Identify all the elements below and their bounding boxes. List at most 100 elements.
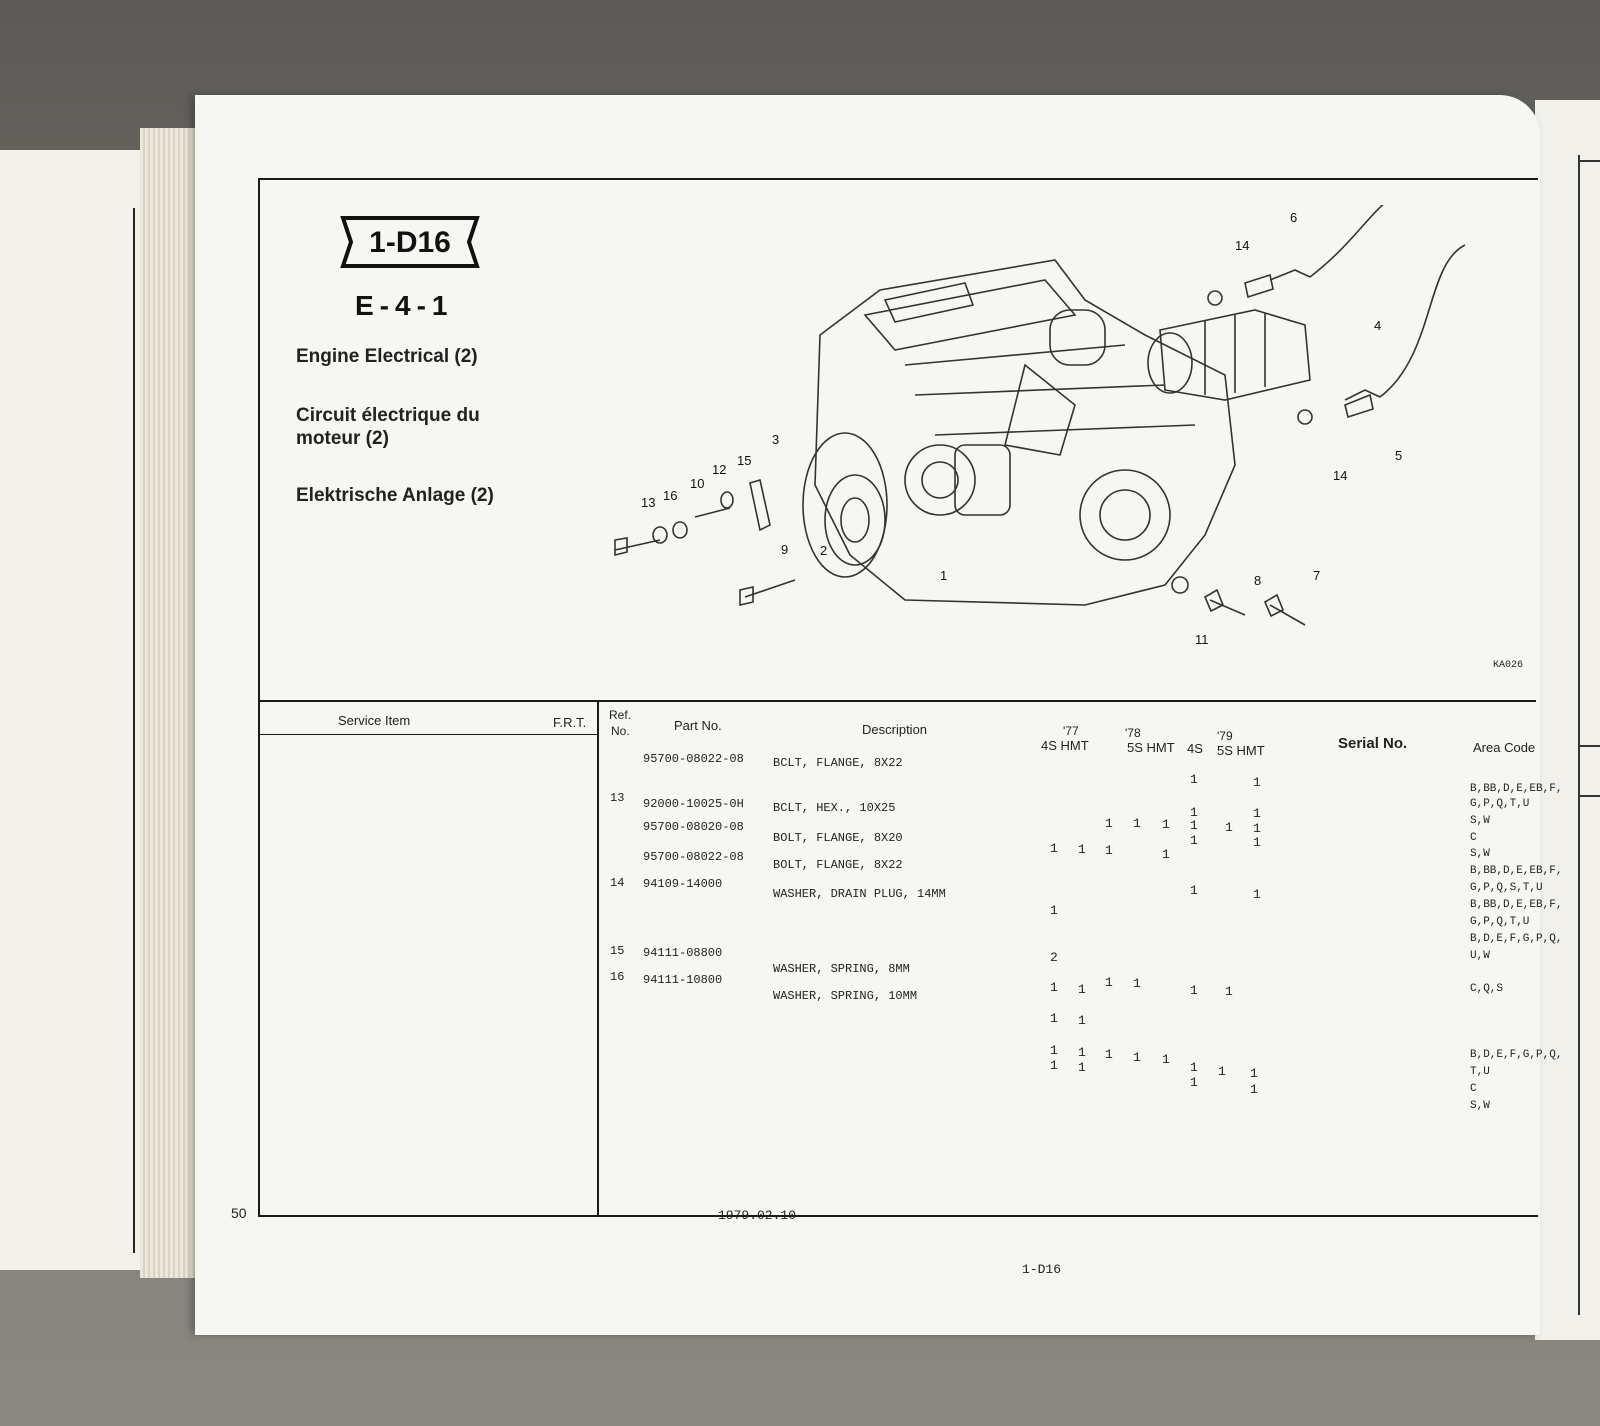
callout-6: 6 bbox=[1290, 210, 1298, 225]
engine-exploded-diagram bbox=[614, 205, 1466, 626]
qty-mark: 1 bbox=[1250, 1066, 1258, 1081]
qty-mark: 1 bbox=[1218, 1064, 1226, 1079]
qty-mark: 1 bbox=[1253, 806, 1261, 821]
callout-14b: 14 bbox=[1333, 468, 1348, 483]
qty-mark: 1 bbox=[1133, 976, 1141, 991]
qty-mark: 1 bbox=[1050, 841, 1058, 856]
row-part-no: 95700-08022-08 bbox=[643, 850, 744, 864]
header-ref-no: No. bbox=[611, 724, 630, 738]
catalog-page bbox=[195, 95, 1540, 1335]
qty-two: 2 bbox=[1050, 950, 1058, 965]
header-serial-no: Serial No. bbox=[1338, 735, 1408, 752]
qty-mark: 1 bbox=[1190, 805, 1198, 820]
callout-15: 15 bbox=[737, 453, 752, 468]
qty-mark: 1 bbox=[1190, 883, 1198, 898]
qty-mark: 1 bbox=[1253, 775, 1261, 790]
title-french-line1: Circuit électrique du bbox=[296, 405, 480, 426]
callout-5: 5 bbox=[1395, 448, 1403, 463]
area-code: T,U bbox=[1470, 1066, 1490, 1078]
qty-mark: 1 bbox=[1190, 1075, 1198, 1090]
row-ref: 16 bbox=[610, 970, 625, 984]
callout-13: 13 bbox=[641, 495, 656, 510]
qty-mark: 1 bbox=[1050, 1058, 1058, 1073]
row-part-no: 94111-10800 bbox=[643, 973, 723, 987]
area-code: B,BB,D,E,EB,F, bbox=[1470, 865, 1563, 877]
area-code: C,Q,S bbox=[1470, 983, 1504, 995]
header-frt: F.R.T. bbox=[553, 715, 587, 730]
qty-mark: 1 bbox=[1190, 772, 1198, 787]
qty-mark: 1 bbox=[1050, 1011, 1058, 1026]
service-column-divider bbox=[597, 700, 599, 1215]
qty-mark: 1 bbox=[1105, 816, 1113, 831]
qty-mark: 1 bbox=[1050, 980, 1058, 995]
row-ref: 15 bbox=[610, 944, 625, 958]
qty-mark: 1 bbox=[1190, 983, 1198, 998]
area-code: B,BB,D,E,EB,F, bbox=[1470, 783, 1563, 795]
figure-code: KA026 bbox=[1493, 660, 1524, 671]
qty-mark: 1 bbox=[1133, 1050, 1141, 1065]
callout-9: 9 bbox=[781, 542, 789, 557]
area-code: G,P,Q,S,T,U bbox=[1470, 882, 1543, 894]
qty-mark: 1 bbox=[1105, 843, 1113, 858]
row-description: BOLT, FLANGE, 8X20 bbox=[773, 831, 903, 845]
row-part-no: 92000-10025-0H bbox=[643, 797, 744, 811]
row-part-no: 95700-08020-08 bbox=[643, 820, 744, 834]
row-ref: 13 bbox=[610, 791, 625, 805]
qty-mark: 1 bbox=[1162, 1052, 1170, 1067]
header-79: '79 bbox=[1217, 729, 1233, 743]
service-header-rule bbox=[258, 734, 598, 735]
qty-mark: 1 bbox=[1253, 821, 1261, 836]
row-part-no: 94111-08800 bbox=[643, 946, 723, 960]
header-78-5s-hmt: 5S HMT bbox=[1127, 740, 1175, 755]
header-area-code: Area Code bbox=[1473, 740, 1536, 755]
title-french-line2: moteur (2) bbox=[296, 428, 389, 449]
header-part-no: Part No. bbox=[674, 718, 722, 733]
section-badge-label: 1-D16 bbox=[369, 226, 451, 259]
area-code: G,P,Q,T,U bbox=[1470, 916, 1530, 928]
area-code: B,D,E,F,G,P,Q, bbox=[1470, 1049, 1563, 1061]
qty-mark: 1 bbox=[1133, 816, 1141, 831]
footer-section-code: 1-D16 bbox=[1022, 1262, 1062, 1277]
callout-14a: 14 bbox=[1235, 238, 1250, 253]
header-description: Description bbox=[862, 722, 928, 737]
header-ref: Ref. bbox=[609, 708, 632, 722]
qty-mark: 1 bbox=[1078, 842, 1086, 857]
qty-mark: 1 bbox=[1190, 1060, 1198, 1075]
header-77: '77 bbox=[1063, 724, 1079, 738]
section-badge bbox=[340, 216, 480, 268]
row-description: BCLT, FLANGE, 8X22 bbox=[773, 756, 903, 770]
qty-mark: 1 bbox=[1162, 847, 1170, 862]
callout-11: 11 bbox=[1195, 632, 1209, 647]
area-code: C bbox=[1470, 832, 1477, 844]
row-description: WASHER, DRAIN PLUG, 14MM bbox=[773, 887, 946, 901]
next-page bbox=[1535, 100, 1600, 1340]
qty-mark: 1 bbox=[1050, 1043, 1058, 1058]
qty-mark: 1 bbox=[1078, 1060, 1086, 1075]
footer-date: 1979.02.10 bbox=[718, 1208, 797, 1223]
area-code: S,W bbox=[1470, 1100, 1490, 1112]
callout-16: 16 bbox=[663, 488, 678, 503]
qty-mark: 1 bbox=[1225, 984, 1233, 999]
qty-mark: 1 bbox=[1105, 975, 1113, 990]
qty-mark: 1 bbox=[1078, 1013, 1086, 1028]
qty-mark: 1 bbox=[1253, 887, 1261, 902]
header-77-4s-hmt: 4S HMT bbox=[1041, 738, 1089, 753]
callout-1: 1 bbox=[940, 568, 948, 583]
area-code: U,W bbox=[1470, 950, 1490, 962]
callout-10: 10 bbox=[690, 476, 705, 491]
title-german: Elektrische Anlage (2) bbox=[296, 485, 494, 506]
area-code: S,W bbox=[1470, 848, 1490, 860]
row-description: WASHER, SPRING, 10MM bbox=[773, 989, 918, 1003]
area-code: S,W bbox=[1470, 815, 1490, 827]
row-description: BCLT, HEX., 10X25 bbox=[773, 801, 896, 815]
area-code: B,BB,D,E,EB,F, bbox=[1470, 899, 1563, 911]
qty-mark: 1 bbox=[1050, 903, 1058, 918]
qty-mark: 1 bbox=[1190, 833, 1198, 848]
qty-mark: 1 bbox=[1190, 818, 1198, 833]
page-stack-edge bbox=[140, 128, 200, 1278]
qty-mark: 1 bbox=[1253, 835, 1261, 850]
page-number: 50 bbox=[231, 1205, 247, 1221]
header-78-4s: 4S bbox=[1187, 741, 1203, 756]
row-description: WASHER, SPRING, 8MM bbox=[773, 962, 910, 976]
callout-12: 12 bbox=[712, 462, 727, 477]
